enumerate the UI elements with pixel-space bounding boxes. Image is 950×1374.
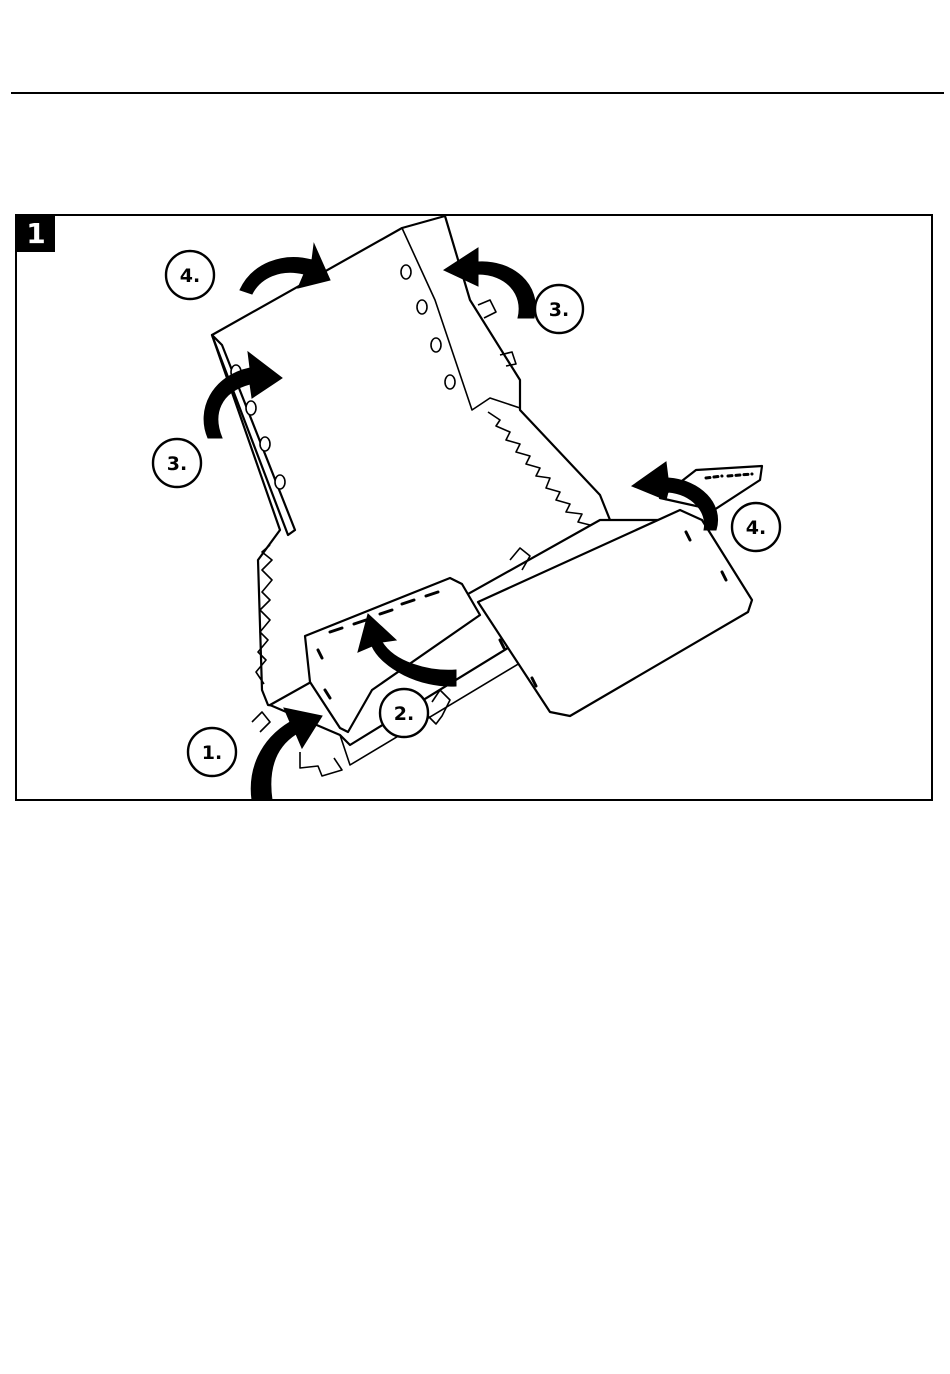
step-3-left-callout: 3. (153, 439, 201, 487)
step-4-right-callout: 4. (732, 503, 780, 551)
step-4-right-label: 4. (746, 517, 766, 539)
step-2-label: 2. (394, 703, 414, 725)
step-3-right-callout: 3. (535, 285, 583, 333)
step-2-callout: 2. (380, 689, 428, 737)
step-3-right-label: 3. (549, 299, 569, 321)
arrow-step-1 (251, 708, 322, 800)
step-1-label: 1. (202, 742, 222, 764)
step-1-callout: 1. (188, 728, 236, 776)
step-4-left-callout: 4. (166, 251, 214, 299)
step-4-left-label: 4. (180, 265, 200, 287)
step-3-left-label: 3. (167, 453, 187, 475)
